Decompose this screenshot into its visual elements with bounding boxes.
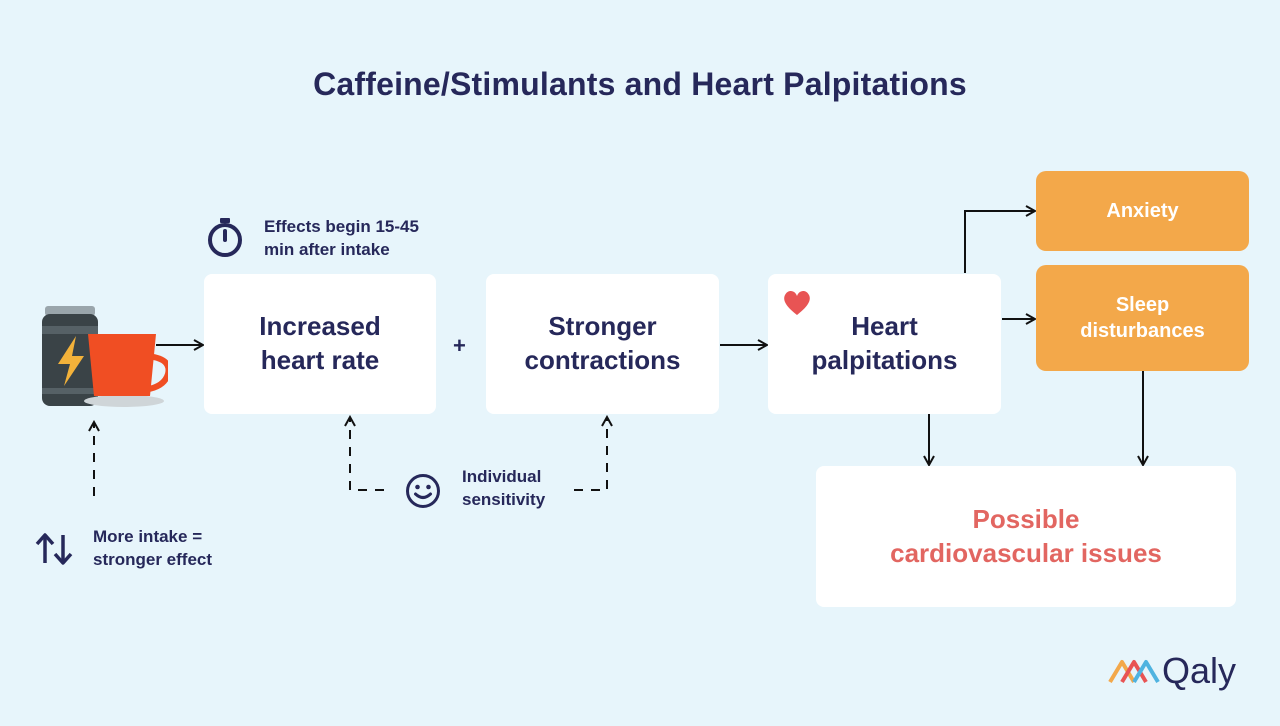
smiley-face-icon bbox=[406, 474, 440, 508]
intake-note: More intake = stronger effect bbox=[93, 527, 213, 569]
plus-operator: + bbox=[453, 333, 466, 358]
node-cardiovascular-issues-label: Possible cardiovascular issues bbox=[890, 503, 1162, 568]
dashed-arrow-sensitivity-left bbox=[350, 417, 384, 491]
brand-name: Qaly bbox=[1162, 650, 1237, 691]
stopwatch-icon bbox=[208, 218, 242, 257]
node-stronger-contractions-label: Stronger contractions bbox=[524, 311, 681, 375]
heart-icon bbox=[784, 290, 810, 315]
qaly-logo-icon bbox=[1108, 660, 1160, 684]
node-sleep-disturbances: Sleep disturbances bbox=[1036, 265, 1249, 371]
node-increased-heart-rate-label: Increased heart rate bbox=[259, 311, 381, 375]
intake-illustration bbox=[42, 306, 168, 407]
node-heart-palpitations-label: Heart palpitations bbox=[811, 311, 958, 375]
node-anxiety: Anxiety bbox=[1036, 171, 1249, 251]
dashed-arrow-sensitivity-right bbox=[574, 417, 607, 491]
node-cardiovascular-issues: Possible cardiovascular issues bbox=[816, 466, 1236, 607]
timing-note: Effects begin 15-45 min after intake bbox=[264, 217, 419, 259]
energy-drink-can-icon bbox=[42, 306, 98, 406]
sensitivity-note: Individual sensitivity bbox=[462, 467, 546, 509]
page-title: Caffeine/Stimulants and Heart Palpitatio… bbox=[313, 66, 967, 102]
coffee-cup-icon bbox=[84, 334, 168, 407]
node-anxiety-label: Anxiety bbox=[1106, 200, 1179, 222]
node-stronger-contractions: Stronger contractions bbox=[486, 274, 719, 414]
up-down-arrows-icon bbox=[35, 533, 73, 565]
arrow-palpitations-to-anxiety bbox=[964, 211, 1035, 273]
node-increased-heart-rate: Increased heart rate bbox=[204, 274, 436, 414]
node-sleep-disturbances-label: Sleep disturbances bbox=[1080, 294, 1205, 342]
